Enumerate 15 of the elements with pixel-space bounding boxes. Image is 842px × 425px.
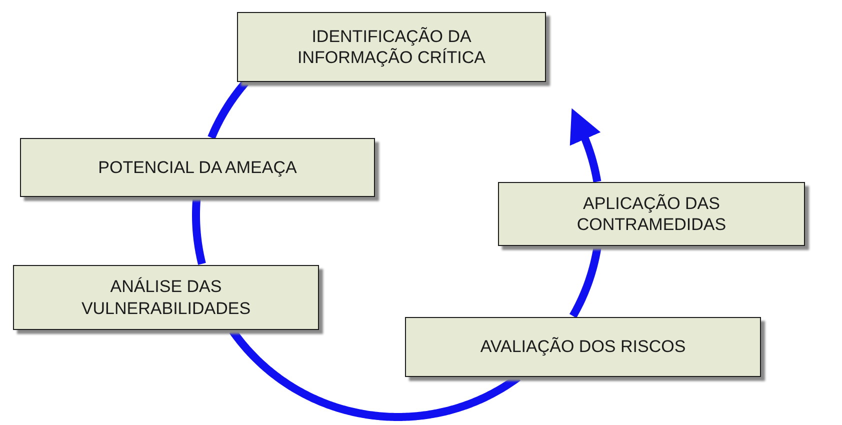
cycle-arrow xyxy=(570,108,602,184)
step-label: APLICAÇÃO DAS CONTRAMEDIDAS xyxy=(576,192,728,236)
process-box xyxy=(498,182,805,246)
step-label: AVALIAÇÃO DOS RISCOS xyxy=(480,336,686,358)
process-box xyxy=(20,138,375,197)
process-box xyxy=(13,265,319,330)
process-box xyxy=(237,12,546,82)
cycle-arc xyxy=(208,80,249,140)
process-box xyxy=(405,317,761,377)
cycle-arc xyxy=(229,328,521,421)
cycle-arc xyxy=(569,244,602,318)
step-label: IDENTIFICAÇÃO DA INFORMAÇÃO CRÍTICA xyxy=(296,26,486,68)
step-label: POTENCIAL DA AMEAÇA xyxy=(98,156,297,178)
cycle-arc xyxy=(192,195,206,266)
step-label: ANÁLISE DAS VULNERABILIDADES xyxy=(80,276,252,319)
